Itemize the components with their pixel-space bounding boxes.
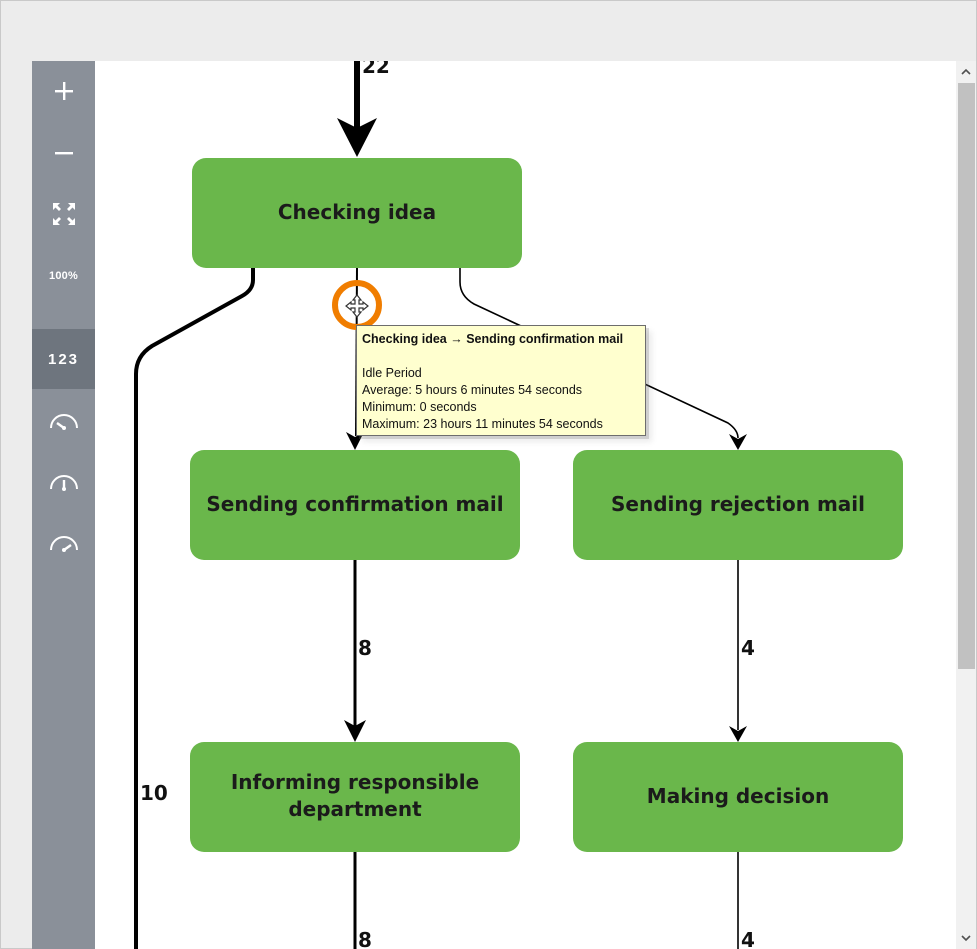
edge-count-start: 22 <box>362 61 390 78</box>
zoom-in-button[interactable] <box>32 61 95 121</box>
edge-reject-decision[interactable] <box>729 560 747 742</box>
tooltip-minimum: Minimum: 0 seconds <box>362 400 477 414</box>
gauge-low-icon <box>49 414 78 430</box>
speed-fast-button[interactable] <box>32 513 95 573</box>
arrowhead-icon <box>729 434 747 450</box>
speed-slow-button[interactable] <box>32 391 95 451</box>
node-informing-responsible-department[interactable]: Informing responsible department <box>190 742 520 852</box>
zoom-toolbar: 100% 123 <box>32 61 95 949</box>
edge-tooltip: Checking idea → Sending confirmation mai… <box>356 325 646 436</box>
arrowhead-icon <box>346 432 364 450</box>
edge-count-inform-out: 8 <box>358 928 372 949</box>
vertical-scrollbar[interactable] <box>956 61 976 949</box>
svg-text:department: department <box>288 797 422 821</box>
edge-checking-offscreen[interactable] <box>134 268 255 949</box>
scrollbar-thumb[interactable] <box>958 83 975 669</box>
edge-count-decision-out: 4 <box>741 928 755 949</box>
tooltip-section: Idle Period <box>362 366 422 380</box>
zoom-out-button[interactable] <box>32 123 95 183</box>
gauge-high-icon <box>49 536 78 552</box>
fit-screen-icon <box>52 203 75 225</box>
scroll-down-icon[interactable] <box>959 931 973 945</box>
fit-to-screen-button[interactable] <box>32 184 95 244</box>
node-checking-idea[interactable]: Checking idea <box>192 158 522 268</box>
arrowhead-icon <box>337 118 377 157</box>
minus-icon <box>54 152 73 155</box>
arrowhead-icon <box>729 726 747 742</box>
tooltip-title: Checking idea → Sending confirmation mai… <box>362 332 624 346</box>
diagram-canvas[interactable]: 22 10 8 4 8 4 <box>32 61 956 949</box>
svg-text:Sending confirmation mail: Sending confirmation mail <box>206 492 503 516</box>
node-sending-rejection-mail[interactable]: Sending rejection mail <box>573 450 903 560</box>
plus-icon <box>54 82 73 100</box>
svg-text:Informing responsible: Informing responsible <box>231 770 479 794</box>
node-sending-confirmation-mail[interactable]: Sending confirmation mail <box>190 450 520 560</box>
edge-start-checking[interactable] <box>337 61 377 157</box>
edge-count-confirm-inform: 8 <box>358 636 372 660</box>
edge-count-reject-decision: 4 <box>741 636 755 660</box>
svg-text:Checking idea: Checking idea <box>278 200 436 224</box>
edge-checking-reject[interactable] <box>459 268 747 450</box>
edge-count-ten: 10 <box>140 781 168 805</box>
edge-confirm-inform[interactable] <box>344 560 366 742</box>
zoom-level-indicator: 100% <box>49 270 78 282</box>
show-counts-button[interactable]: 123 <box>32 329 95 389</box>
arrowhead-icon <box>344 720 366 742</box>
scroll-up-icon[interactable] <box>959 65 973 79</box>
tooltip-maximum: Maximum: 23 hours 11 minutes 54 seconds <box>362 417 603 431</box>
tooltip-average: Average: 5 hours 6 minutes 54 seconds <box>362 383 583 397</box>
node-making-decision[interactable]: Making decision <box>573 742 903 852</box>
process-map: 22 10 8 4 8 4 <box>134 61 903 949</box>
gauge-mid-icon <box>49 475 78 491</box>
svg-text:Making decision: Making decision <box>647 784 829 808</box>
svg-text:Sending rejection mail: Sending rejection mail <box>611 492 865 516</box>
speed-medium-button[interactable] <box>32 452 95 512</box>
